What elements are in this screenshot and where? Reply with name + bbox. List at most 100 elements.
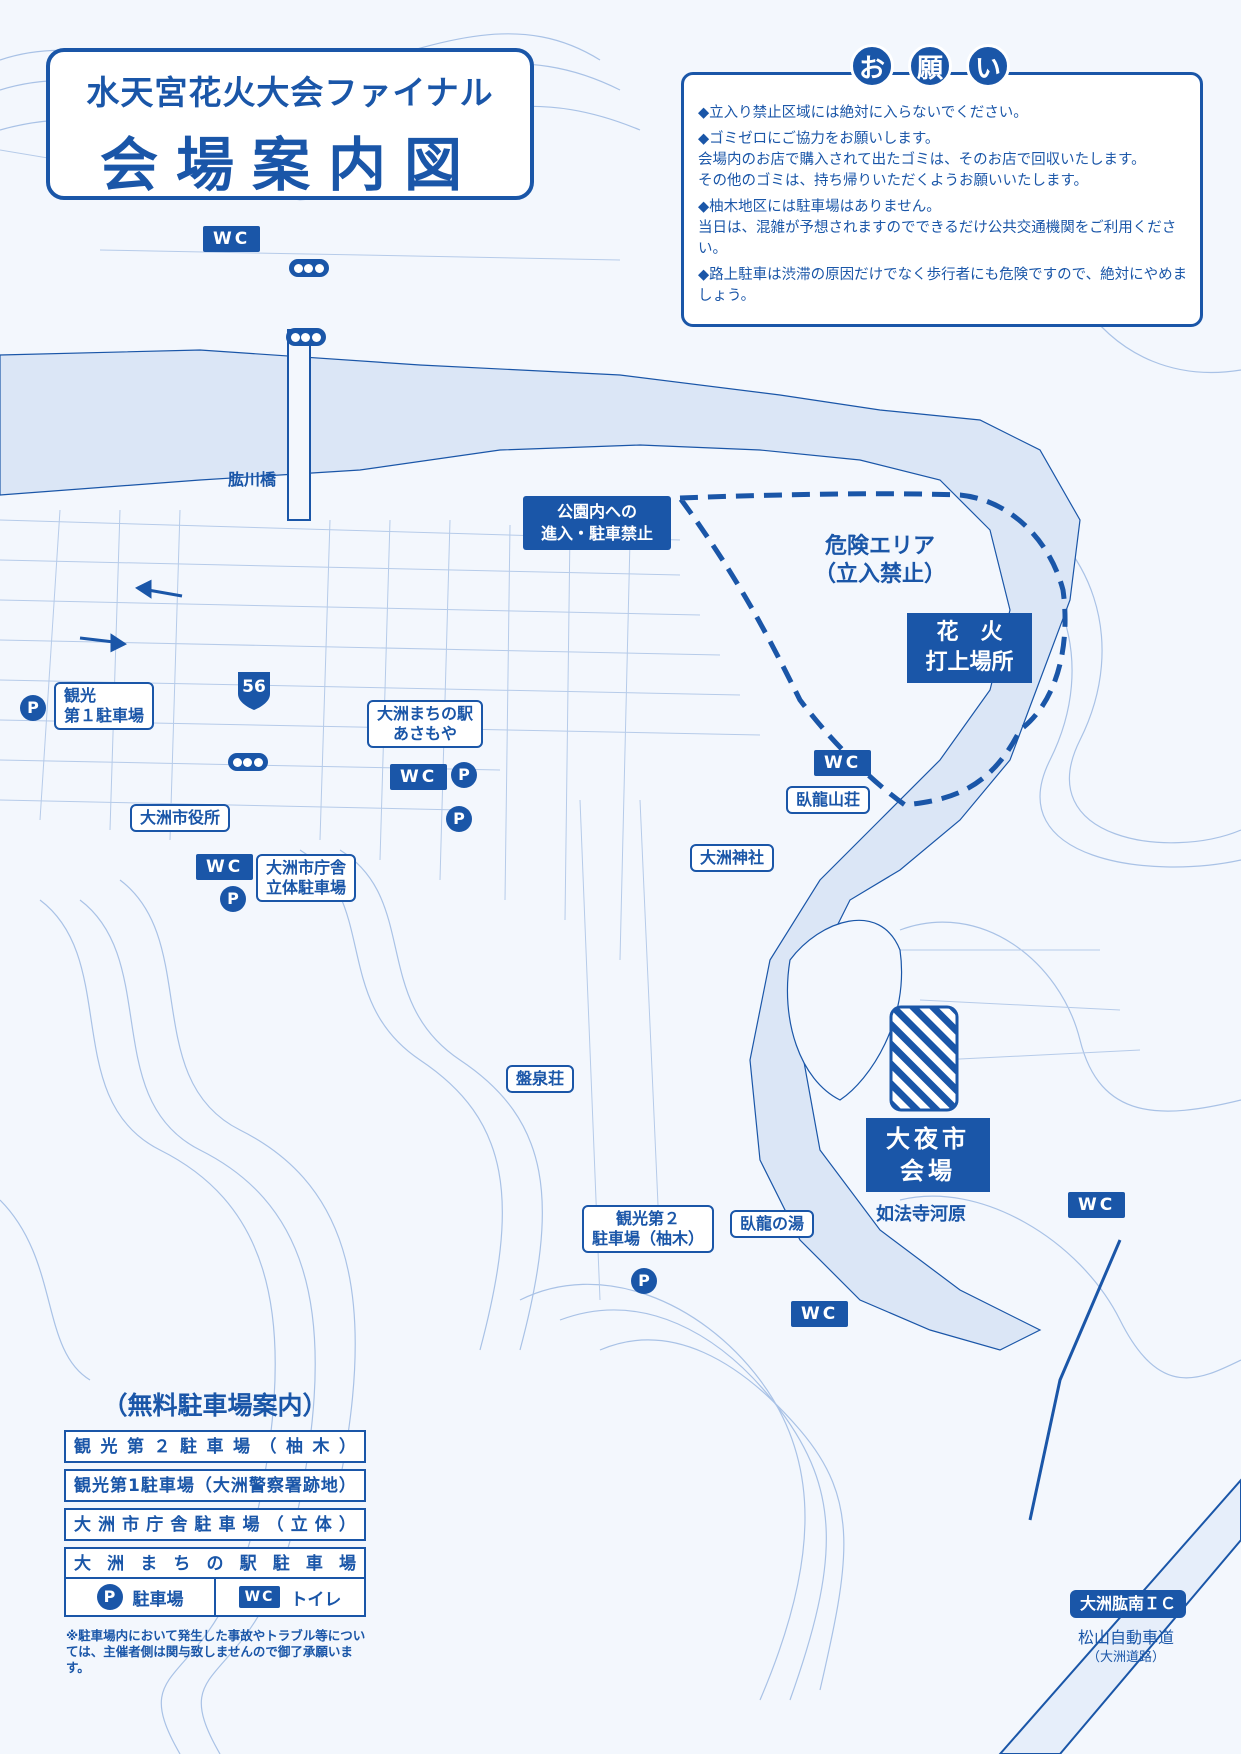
parking-kanko-2: 観光第２ 駐車場（柚木） [582,1205,715,1253]
notice-item-zero-waste: ◆ゴミゼロにご協力をお願いします。 会場内のお店で購入されて出たゴミは、そのお店… [698,131,1146,189]
danger-area-outline [675,491,1068,808]
bridge [287,329,311,521]
parking-guide-char: 警 [248,1476,266,1496]
map-legend: P 駐車場 WC トイレ [64,1577,366,1617]
garyu-sanso: 臥龍山荘 [786,786,871,814]
parking-icon: P [446,806,472,832]
expressway-sub: （大洲道路） [1086,1650,1165,1665]
legend-toilet: WC トイレ [214,1579,364,1615]
night-market-venue: 大夜市 会場 [866,1118,990,1192]
parking-guide-char: 木 [312,1437,330,1457]
toilet-icon: WC [238,1586,281,1608]
toilet-marker: WC [791,1301,849,1327]
notice-title-char: い [966,44,1010,88]
parking-guide-char: 場 [176,1476,194,1496]
parking-icon: P [96,1584,123,1610]
legend-toilet-label: トイレ [290,1589,342,1610]
parking-guide-char: 市 [122,1515,140,1535]
no-entry-label: 公園内への 進入・駐車禁止 [523,496,671,550]
parking-guide-char: 駅 [239,1554,257,1574]
parking-guide-char: 駐 [180,1437,197,1457]
parking-guide-char: 第 [127,1437,144,1457]
expressway-name: 松山自動車道 [1077,1628,1174,1647]
island [786,919,902,1101]
notice-title-char: 願 [908,44,952,88]
notice-item-no-street-parking: ◆路上駐車は渋滞の原因だけでなく歩行者にも危険ですので、絶対にやめましょう。 [698,267,1188,304]
traffic-signal-icon [228,753,268,771]
toilet-marker: WC [1068,1192,1126,1218]
danger-area-label: 危険エリア （立入禁止） [813,534,946,587]
parking-guide-char: 署 [284,1476,302,1496]
notice-title-char: お [850,44,894,88]
toilet-marker: WC [390,764,448,790]
traffic-signal-icon [286,328,326,346]
title-event-name: 水天宮花火大会ファイナル [86,73,494,112]
parking-icon: P [220,886,246,912]
parking-guide-char: 場 [339,1554,356,1574]
parking-guide-title: （無料駐車場案内） [102,1391,328,1420]
traffic-arrows [79,579,183,653]
notice-title: お願い [850,44,1030,90]
traffic-signal-icon [289,259,329,277]
parking-guide-char: （ [259,1437,277,1457]
parking-icon: P [631,1268,657,1294]
parking-guide-char: 第 [110,1476,127,1496]
parking-guide-char: 大 [74,1515,91,1535]
parking-guide-char: 洲 [230,1476,248,1496]
route-56-icon [238,672,270,710]
route-number: 56 [242,677,266,697]
parking-guide-char: ） [338,1476,356,1496]
legend-parking-label: 駐車場 [132,1589,184,1610]
parking-guide-char: ） [339,1437,356,1457]
parking-icon: P [451,762,477,788]
parking-guide-char: 場 [233,1437,250,1457]
parking-guide-char: （ [194,1476,212,1496]
fireworks-launch-site: 花 火 打上場所 [907,613,1032,683]
parking-guide-row: 大洲市庁舎駐車場 （ 立体 ） [64,1508,366,1541]
michi-no-eki-asamoya: 大洲まちの駅 あさもや [367,700,484,748]
parking-guide-char: 車 [206,1437,224,1457]
parking-guide-char: 察 [266,1476,284,1496]
parking-disclaimer: ※駐車場内において発生した事故やトラブル等については、主催者側は関与致しませんの… [66,1628,366,1675]
parking-guide-char: 体 [314,1515,332,1535]
parking-guide-char: ち [173,1554,191,1574]
parking-guide-char: 庁 [146,1515,164,1535]
toilet-marker: WC [814,750,872,776]
expressway-label: 松山自動車道 （大洲道路） [1066,1628,1186,1668]
parking-guide-char: 立 [290,1515,308,1535]
parking-guide-char: ） [338,1515,356,1535]
ozu-city-hall: 大洲市役所 [130,804,231,832]
toilet-marker: WC [196,854,254,880]
title-box: 水天宮花火大会ファイナル 会場案内図 [46,48,534,200]
parking-kanko-1: 観光 第１駐車場 [54,682,155,730]
bridge-label: 肱川橋 [228,470,277,489]
parking-guide-char: 光 [92,1476,109,1496]
nyohoji-kawara-label: 如法寺河原 [876,1204,966,1225]
parking-guide-char: 大 [212,1476,230,1496]
toilet-marker: WC [203,226,261,252]
parking-guide-row: 大洲まちの駅駐車場 [64,1547,366,1580]
parking-guide-char: の [206,1554,224,1574]
parking-guide-char: 1 [128,1476,140,1496]
parking-guide-char: 駐 [194,1515,212,1535]
parking-guide-char: 光 [100,1437,118,1457]
market-hatch [889,1005,959,1112]
ozu-shrine: 大洲神社 [690,844,775,872]
parking-icon: P [20,695,46,721]
parking-guide-char: 車 [218,1515,236,1535]
bansenso: 盤泉荘 [506,1065,575,1093]
parking-guide-char: 地 [320,1476,338,1496]
ozu-konan-ic: 大洲肱南ＩＣ [1070,1590,1187,1618]
parking-guide-char: 車 [305,1554,323,1574]
parking-guide-char: 場 [242,1515,260,1535]
road-to-market [1028,1239,1122,1521]
parking-guide-char: 大 [74,1554,91,1574]
parking-guide-char: 洲 [107,1554,125,1574]
parking-guide-char: 洲 [98,1515,116,1535]
parking-guide-char: （ [266,1515,284,1535]
parking-guide-char: 舎 [170,1515,188,1535]
parking-guide-char: 柚 [286,1437,303,1457]
parking-guide-char: 駐 [140,1476,158,1496]
